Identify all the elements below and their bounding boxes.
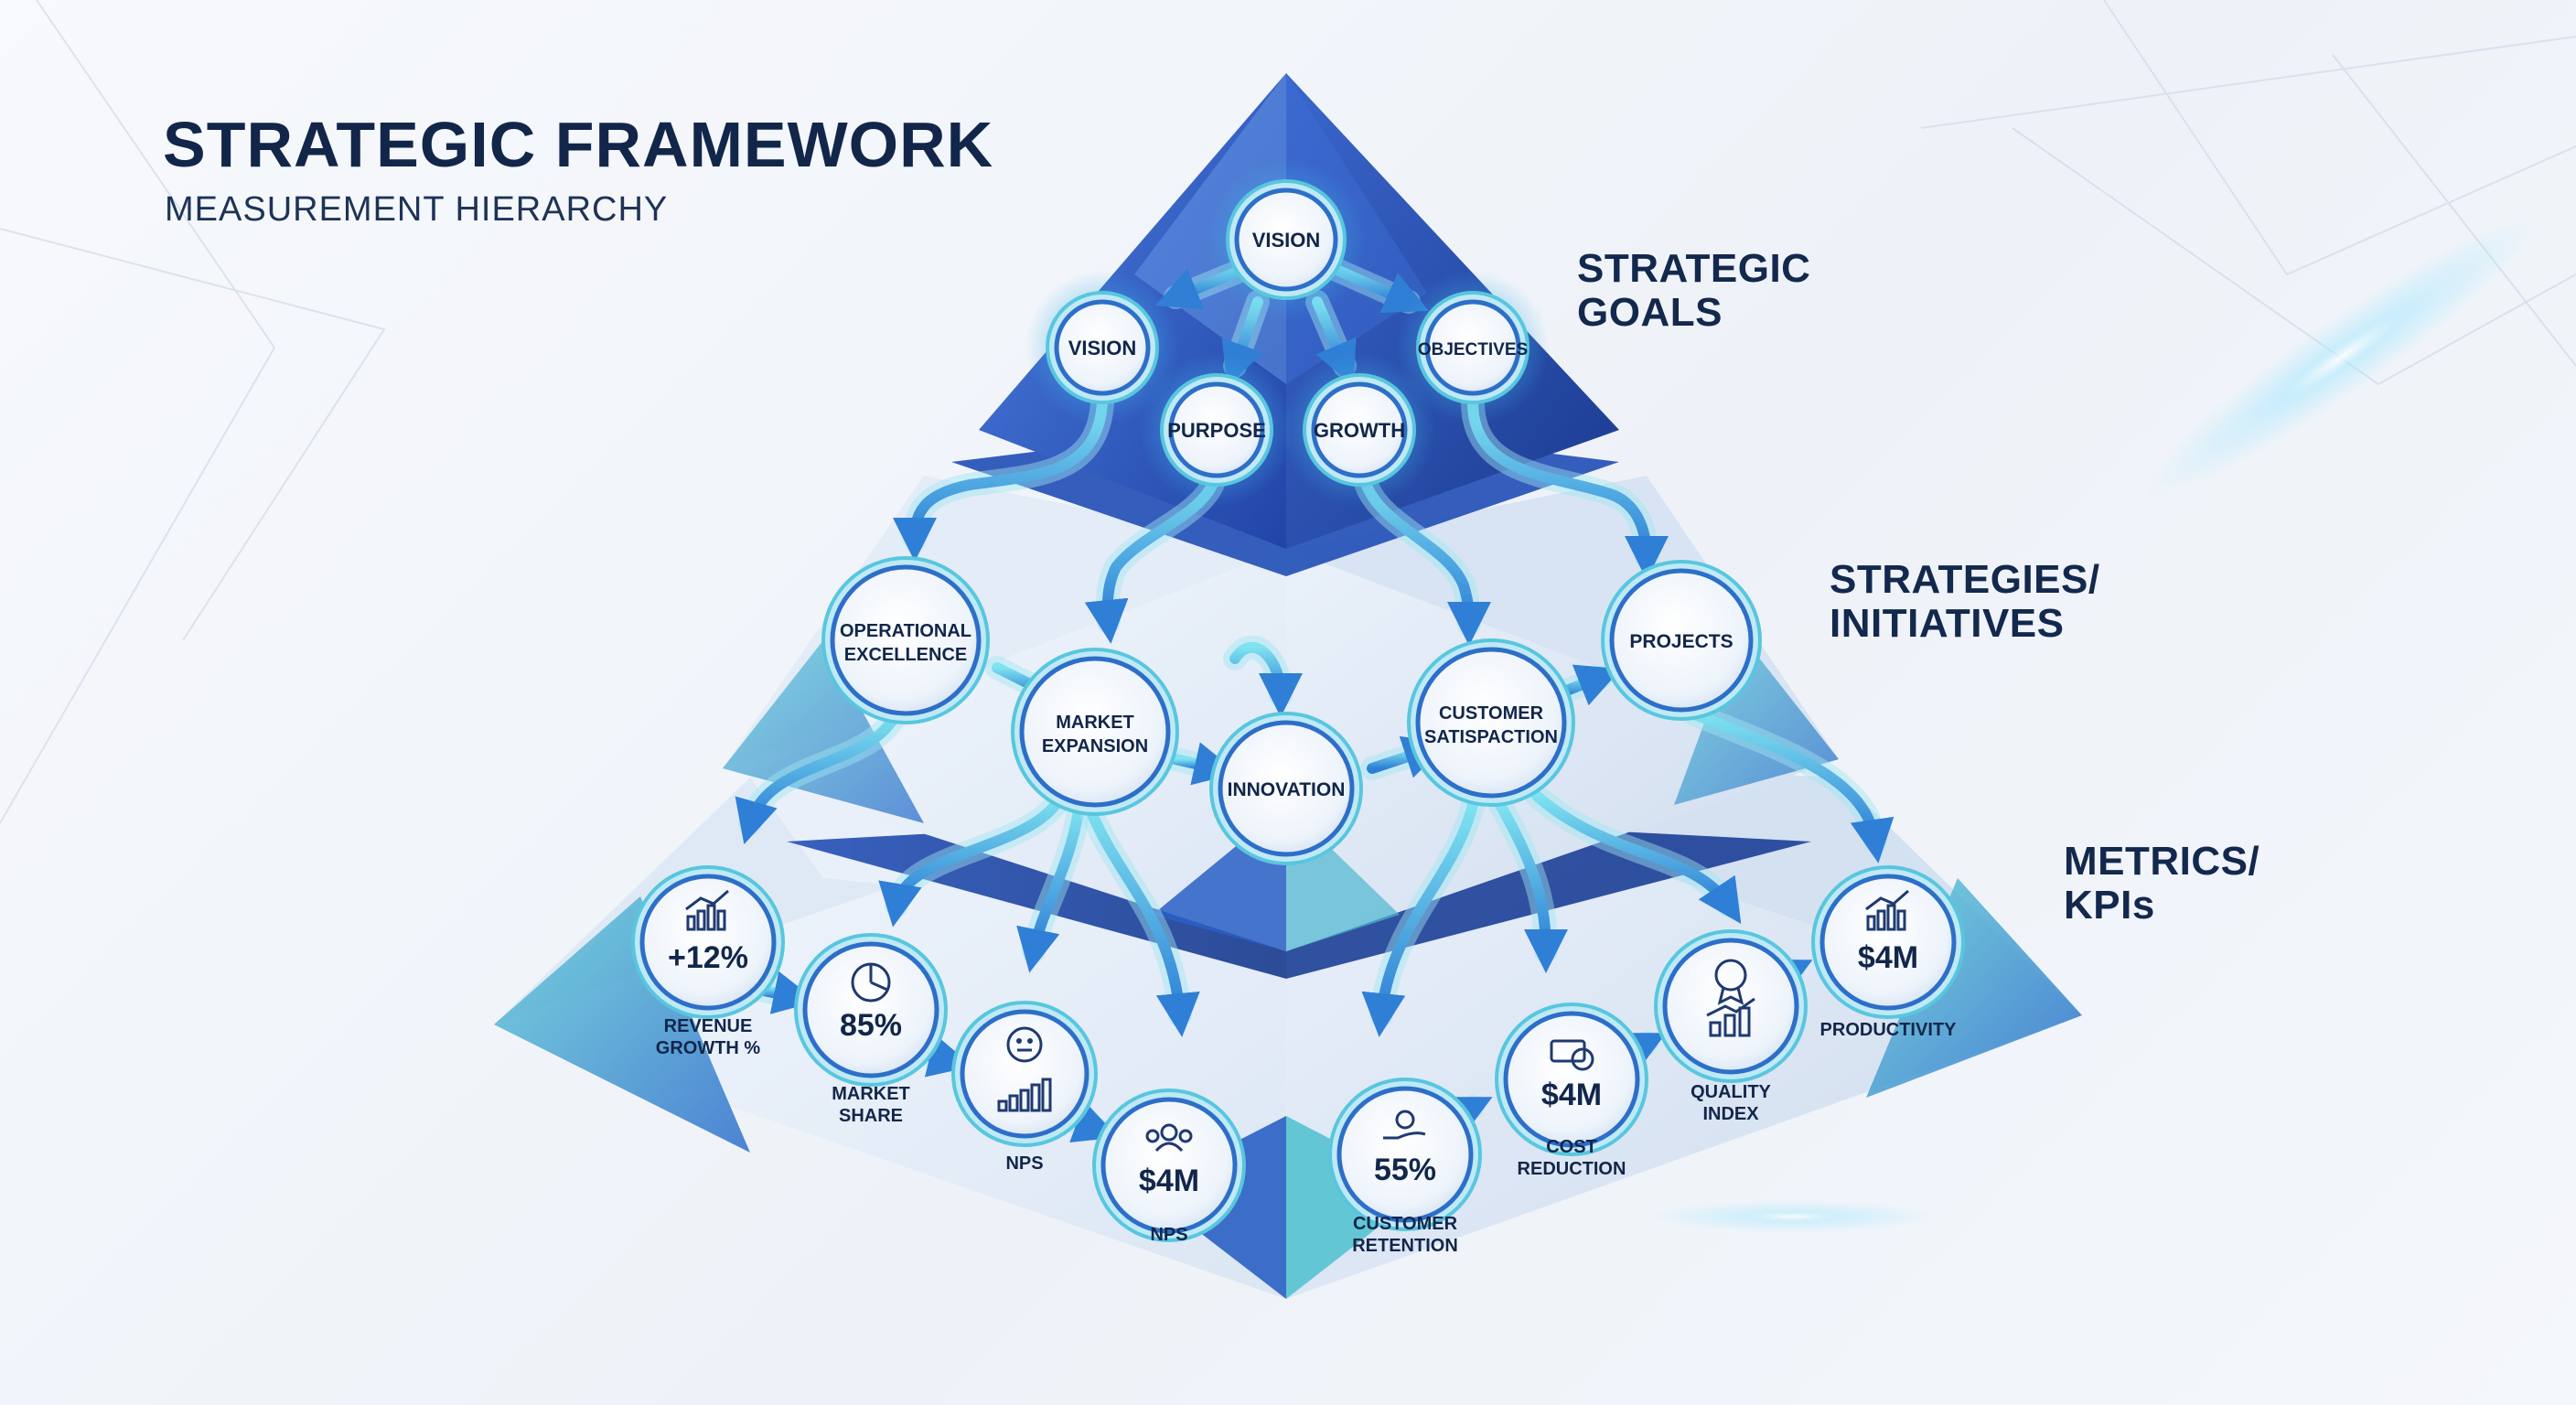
strategy-node-label: SATISPACTION [1424, 727, 1558, 747]
strategy-node-label: EXCELLENCE [844, 645, 967, 665]
metric-node-label: GROWTH % [656, 1038, 761, 1058]
metric-node-value: +12% [668, 940, 748, 975]
strategy-node-label: PROJECTS [1629, 631, 1733, 652]
goal-node-label: VISION [1068, 337, 1137, 359]
tier-label-strategies-line2: INITIATIVES [1830, 602, 2269, 646]
strategy-node: OPERATIONAL EXCELLENCE [823, 558, 988, 723]
strategy-node: PROJECTS [1603, 562, 1760, 719]
metric-node-value: $4M [1139, 1164, 1199, 1198]
strategy-node-label: MARKET [1056, 713, 1134, 733]
node-disc [962, 1012, 1087, 1136]
goal-node: PURPOSE [1140, 353, 1293, 507]
tier-label-metrics-line2: KPIs [2064, 884, 2503, 928]
goal-node: VISION [1206, 159, 1367, 320]
metric-node-label: SHARE [839, 1106, 903, 1126]
tier-label-goals-line1: STRATEGIC [1577, 247, 2016, 291]
light-flare [1647, 1200, 1939, 1233]
strategy-node-label: OPERATIONAL [840, 621, 971, 641]
strategy-node-label: INNOVATION [1228, 779, 1346, 800]
metric-node-value: 85% [840, 1008, 902, 1043]
strategy-node: CUSTOMER SATISPACTION [1409, 640, 1573, 805]
metric-node-label: REDUCTION [1518, 1159, 1626, 1179]
metric-node-label: MARKET [832, 1084, 910, 1104]
tier-label-strategies: STRATEGIES/ INITIATIVES [1830, 558, 2269, 646]
metric-node-label: PRODUCTIVITY [1820, 1020, 1958, 1040]
metric-node-label: COST [1546, 1137, 1597, 1157]
metric-node-label: CUSTOMER [1353, 1214, 1458, 1234]
goal-node-label: GROWTH [1314, 419, 1405, 442]
strategy-node: MARKET EXPANSION [1013, 649, 1177, 814]
metric-node-value: 55% [1374, 1153, 1436, 1187]
goal-node-label: PURPOSE [1167, 419, 1266, 442]
tier-label-goals: STRATEGIC GOALS [1577, 247, 2016, 335]
strategy-node-label: EXPANSION [1042, 736, 1148, 756]
metric-node-label: INDEX [1702, 1104, 1759, 1124]
strategy-node-label: CUSTOMER [1439, 703, 1544, 724]
metric-node-value: $4M [1541, 1078, 1602, 1112]
tier-label-goals-line2: GOALS [1577, 291, 2016, 335]
tier-label-metrics-line1: METRICS/ [2064, 840, 2503, 884]
tier-label-metrics: METRICS/ KPIs [2064, 840, 2503, 928]
metric-node-value: $4M [1858, 940, 1918, 975]
goal-node-label: VISION [1252, 229, 1321, 252]
light-flare [2126, 190, 2558, 523]
metric-node-label: REVENUE [664, 1016, 753, 1036]
page-title: STRATEGIC FRAMEWORK [163, 108, 993, 181]
goal-node-label: OBJECTIVES [1418, 340, 1528, 359]
metric-node-label: RETENTION [1352, 1236, 1458, 1256]
metric-node-label: NPS [1005, 1153, 1043, 1174]
goal-node: GROWTH [1283, 353, 1436, 507]
strategy-node: INNOVATION [1211, 713, 1361, 863]
metric-node-label: QUALITY [1690, 1082, 1771, 1102]
metric-node-label: NPS [1150, 1225, 1187, 1245]
page-subtitle: MEASUREMENT HIERARCHY [165, 190, 668, 230]
tier-label-strategies-line1: STRATEGIES/ [1830, 558, 2269, 602]
